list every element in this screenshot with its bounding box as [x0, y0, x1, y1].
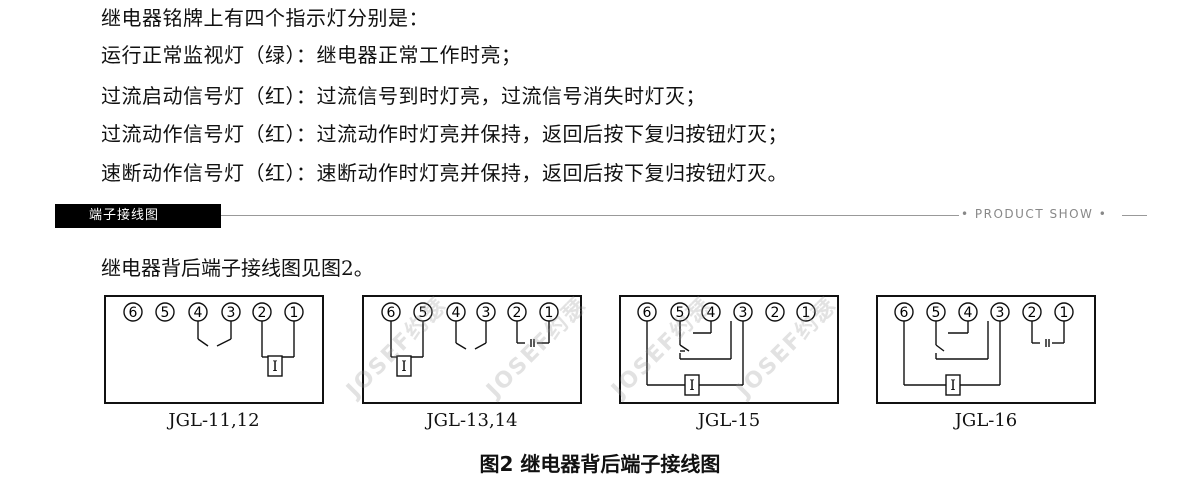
terminal-number: 2 — [771, 305, 780, 321]
terminal-number: 2 — [258, 305, 267, 321]
wiring — [197, 321, 295, 358]
terminal-3: 3 — [990, 302, 1010, 322]
diagram-caption: JGL-13,14 — [426, 410, 518, 431]
terminal-5: 5 — [670, 302, 690, 322]
wiring — [390, 321, 550, 358]
terminal-number: 1 — [1060, 305, 1069, 321]
wiring — [646, 321, 744, 386]
terminal-number: 5 — [419, 305, 428, 321]
terminal-number: 5 — [932, 305, 941, 321]
text-line-5: 速断动作信号灯（红）：速断动作时灯亮并保持，返回后按下复归按钮灯灭。 — [101, 161, 788, 185]
terminal-2: 2 — [765, 302, 785, 322]
diagram-caption: JGL-11,12 — [168, 410, 260, 431]
terminal-number: 4 — [707, 305, 716, 321]
wiring-diagram-jgl-15: 6 5 4 3 2 1 I — [619, 295, 839, 404]
diagram-caption: JGL-15 — [697, 410, 761, 431]
text-line-1: 继电器铭牌上有四个指示灯分别是： — [101, 6, 429, 30]
terminal-number: 4 — [194, 305, 203, 321]
terminal-5: 5 — [155, 302, 175, 322]
coil: I — [267, 355, 283, 377]
text-line-3: 过流启动信号灯（红）：过流信号到时灯亮，过流信号消失时灯灭； — [101, 84, 706, 108]
terminal-row: 6 5 4 3 2 1 — [637, 302, 816, 322]
diagram-frame — [619, 295, 839, 404]
diagram-frame — [876, 295, 1096, 404]
terminal-6: 6 — [637, 302, 657, 322]
terminal-number: 5 — [676, 305, 685, 321]
product-show-label: • PRODUCT SHOW • — [961, 207, 1108, 221]
terminal-number: 2 — [1028, 305, 1037, 321]
coil-label: I — [950, 378, 956, 394]
text-line-2: 运行正常监视灯（绿）：继电器正常工作时亮； — [101, 43, 522, 67]
coil-box — [267, 355, 283, 377]
terminal-number: 3 — [482, 305, 491, 321]
figure-title: 图2 继电器背后端子接线图 — [479, 452, 721, 476]
wiring-diagram-jgl-11-12: 6 5 4 3 2 1 I — [104, 295, 324, 404]
coil-label: I — [401, 359, 407, 375]
terminal-row: 6 5 4 3 2 1 — [381, 302, 559, 322]
diagram-frame — [362, 295, 582, 404]
terminal-row: 6 5 4 3 2 1 — [894, 302, 1074, 322]
coil: I — [396, 355, 412, 377]
terminal-number: 3 — [739, 305, 748, 321]
terminal-6: 6 — [123, 302, 143, 322]
terminal-number: 6 — [129, 305, 138, 321]
coil: I — [684, 374, 700, 396]
section-rule-end — [1122, 215, 1147, 216]
diagram-frame — [104, 295, 324, 404]
coil-label: I — [272, 359, 278, 375]
terminal-6: 6 — [894, 302, 914, 322]
terminal-number: 5 — [161, 305, 170, 321]
terminal-number: 3 — [996, 305, 1005, 321]
terminal-4: 4 — [958, 302, 978, 322]
diagram-caption: JGL-16 — [954, 410, 1018, 431]
section-tag: 端子接线图 — [55, 204, 221, 228]
terminal-2: 2 — [1022, 302, 1042, 322]
section-header: 端子接线图 • PRODUCT SHOW • — [55, 204, 1147, 228]
wiring-diagram-jgl-16: 6 5 4 3 2 1 I — [876, 295, 1096, 404]
terminal-3: 3 — [221, 302, 241, 322]
coil: I — [945, 374, 961, 396]
terminal-number: 6 — [900, 305, 909, 321]
coil-box — [684, 374, 700, 396]
terminal-4: 4 — [701, 302, 721, 322]
terminal-number: 1 — [290, 305, 299, 321]
coil-box — [396, 355, 412, 377]
terminal-1: 1 — [539, 302, 559, 322]
terminal-5: 5 — [926, 302, 946, 322]
terminal-number: 1 — [802, 305, 811, 321]
intro-text: 继电器背后端子接线图见图2。 — [101, 256, 374, 280]
wiring — [903, 321, 1065, 386]
terminal-2: 2 — [507, 302, 527, 322]
terminal-1: 1 — [796, 302, 816, 322]
terminal-1: 1 — [1054, 302, 1074, 322]
terminal-3: 3 — [733, 302, 753, 322]
terminal-4: 4 — [188, 302, 208, 322]
terminal-number: 2 — [513, 305, 522, 321]
terminal-number: 3 — [227, 305, 236, 321]
text-line-4: 过流动作信号灯（红）：过流动作时灯亮并保持，返回后按下复归按钮灯灭； — [101, 122, 788, 146]
terminal-number: 4 — [964, 305, 973, 321]
coil-box — [945, 374, 961, 396]
terminal-6: 6 — [381, 302, 401, 322]
terminal-number: 6 — [643, 305, 652, 321]
terminal-3: 3 — [476, 302, 496, 322]
terminal-5: 5 — [413, 302, 433, 322]
terminal-2: 2 — [252, 302, 272, 322]
terminal-number: 6 — [387, 305, 396, 321]
terminal-row: 6 5 4 3 2 1 — [123, 302, 304, 322]
section-rule — [221, 215, 959, 216]
terminal-1: 1 — [284, 302, 304, 322]
terminal-number: 4 — [452, 305, 461, 321]
coil-label: I — [689, 378, 695, 394]
wiring-diagram-jgl-13-14: 6 5 4 3 2 1 I — [362, 295, 582, 404]
terminal-4: 4 — [446, 302, 466, 322]
terminal-number: 1 — [545, 305, 554, 321]
section-tag-notch — [213, 204, 221, 228]
